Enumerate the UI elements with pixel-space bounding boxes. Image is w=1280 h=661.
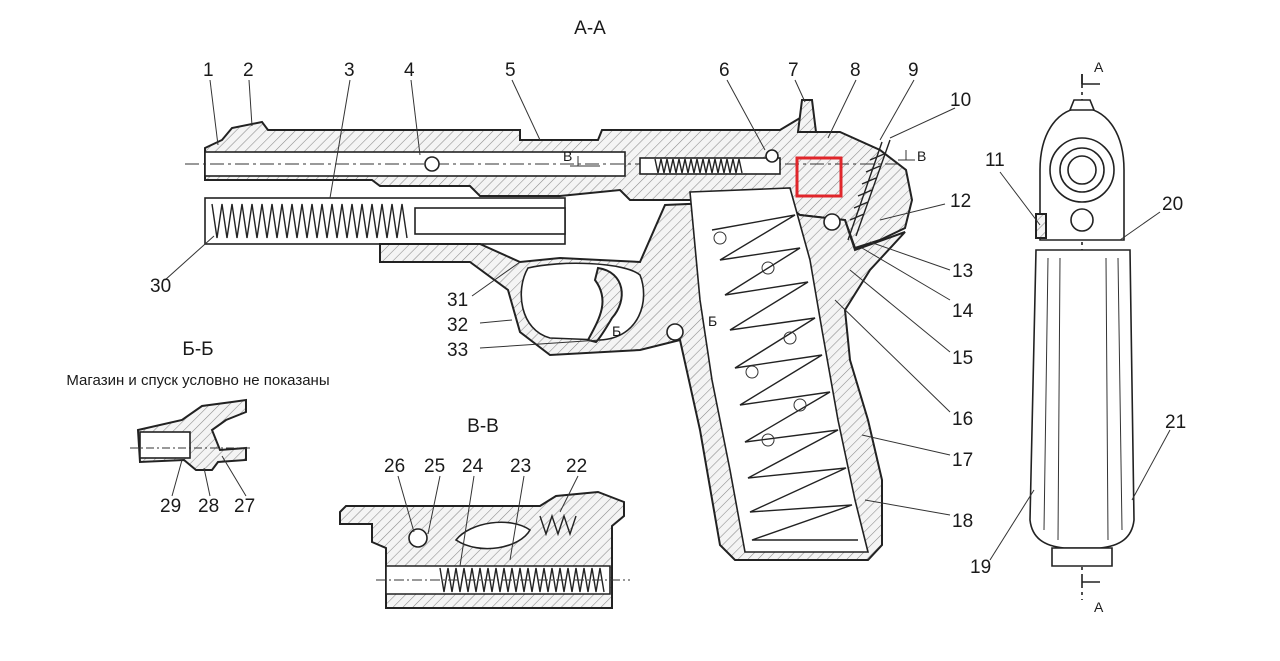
label-25: 25 — [424, 456, 445, 477]
slide — [204, 117, 914, 250]
front-grip-base — [1051, 547, 1113, 567]
label-32: 32 — [447, 315, 468, 336]
label-2: 2 — [243, 60, 254, 81]
firing-pin-spring — [654, 158, 743, 174]
label-23: 23 — [510, 456, 531, 477]
label-8: 8 — [850, 60, 861, 81]
hammer-spring — [847, 139, 891, 241]
label-22: 22 — [566, 456, 587, 477]
label-18: 18 — [952, 511, 973, 532]
section-aa-title: А-А — [574, 18, 606, 39]
leader-lines — [164, 79, 956, 516]
marker-v-right: В — [917, 148, 926, 164]
hammer-axis — [823, 213, 841, 231]
section-vv-drawing — [339, 490, 630, 609]
front-sight — [1068, 99, 1096, 111]
label-3: 3 — [344, 60, 355, 81]
magazine-spring — [711, 214, 858, 541]
marker-a-bottom: А — [1094, 599, 1104, 615]
trigger-guard — [520, 262, 645, 341]
pin-6 — [765, 149, 779, 163]
label-7: 7 — [788, 60, 799, 81]
marker-a-top: А — [1094, 59, 1104, 75]
pin-33 — [666, 323, 684, 341]
label-16: 16 — [952, 409, 973, 430]
label-14: 14 — [952, 301, 974, 322]
label-17: 17 — [952, 450, 973, 471]
trigger — [586, 266, 623, 344]
front-slide — [1039, 107, 1125, 241]
label-26: 26 — [384, 456, 405, 477]
marker-v-left: В — [563, 148, 572, 164]
label-15: 15 — [952, 348, 973, 369]
section-bb-drawing — [130, 398, 250, 471]
label-19: 19 — [970, 557, 991, 578]
section-bb-note: Магазин и спуск условно не показаны — [66, 372, 329, 389]
label-33: 33 — [447, 340, 468, 361]
section-vv-title: В-В — [467, 416, 499, 437]
label-24: 24 — [462, 456, 484, 477]
label-5: 5 — [505, 60, 516, 81]
label-11: 11 — [985, 150, 1005, 171]
guide-rod — [414, 207, 566, 235]
label-29: 29 — [160, 496, 181, 517]
marker-b-right: Б — [708, 313, 717, 329]
label-1: 1 — [203, 60, 214, 81]
recoil-spring — [211, 203, 408, 239]
section-bb-title: Б-Б — [182, 339, 213, 360]
pistol-side-section: В В Б Б — [185, 99, 926, 561]
label-27: 27 — [234, 496, 255, 517]
slide-stop-front — [1035, 213, 1047, 239]
rear-sight — [796, 99, 818, 133]
marker-b-left: Б — [612, 323, 621, 339]
label-10: 10 — [950, 90, 971, 111]
highlight-box — [795, 156, 843, 198]
label-31: 31 — [447, 290, 468, 311]
label-13: 13 — [952, 261, 973, 282]
label-28: 28 — [198, 496, 219, 517]
pistol-front-view: А А — [1029, 59, 1135, 615]
pin-4 — [424, 156, 440, 172]
label-20: 20 — [1162, 194, 1183, 215]
label-9: 9 — [908, 60, 919, 81]
label-12: 12 — [950, 191, 971, 212]
label-4: 4 — [404, 60, 415, 81]
label-21: 21 — [1165, 412, 1186, 433]
label-30: 30 — [150, 276, 171, 297]
label-6: 6 — [719, 60, 730, 81]
magazine — [689, 187, 870, 553]
